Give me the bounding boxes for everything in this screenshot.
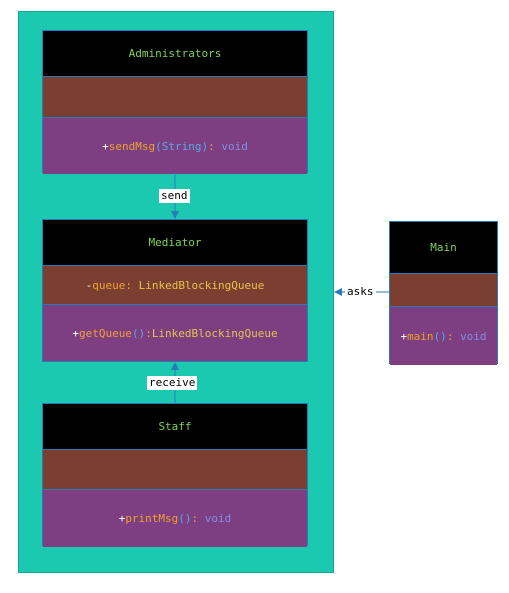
separator: : bbox=[446, 329, 461, 343]
edge-label-receive: receive bbox=[147, 376, 198, 390]
class-attributes bbox=[390, 273, 497, 307]
class-name: Main bbox=[430, 241, 457, 254]
operation-params: () bbox=[131, 326, 146, 340]
operation-name: printMsg bbox=[125, 512, 179, 525]
class-operations: +main(): void bbox=[390, 307, 497, 365]
class-header: Staff bbox=[43, 404, 307, 449]
visibility: + bbox=[72, 326, 79, 340]
edge-label-send: send bbox=[159, 189, 190, 203]
visibility: - bbox=[85, 278, 93, 292]
operation-params: () bbox=[433, 329, 447, 343]
class-attributes bbox=[43, 449, 307, 490]
class-attributes bbox=[43, 76, 307, 118]
return-type: void bbox=[460, 329, 487, 343]
return-type: LinkedBlockingQueue bbox=[151, 326, 278, 340]
class-attributes: -queue: LinkedBlockingQueue bbox=[43, 265, 307, 305]
separator: : bbox=[125, 278, 139, 292]
operation-name: getQueue bbox=[78, 326, 132, 340]
class-name: Administrators bbox=[128, 47, 222, 60]
separator: : bbox=[191, 512, 205, 525]
edge-label-asks: asks bbox=[345, 285, 376, 299]
attribute-name: queue bbox=[92, 278, 126, 292]
return-type: void bbox=[221, 139, 248, 153]
class-header: Mediator bbox=[43, 220, 307, 265]
class-name: Mediator bbox=[148, 236, 202, 249]
class-header: Administrators bbox=[43, 31, 307, 76]
separator: : bbox=[208, 139, 222, 153]
operation-name: main bbox=[407, 329, 434, 343]
operation-sendmsg: +sendMsg(String): void bbox=[102, 140, 248, 153]
class-mediator[interactable]: Mediator -queue: LinkedBlockingQueue +ge… bbox=[42, 219, 308, 362]
return-type: void bbox=[204, 512, 232, 525]
operation-getqueue: +getQueue():LinkedBlockingQueue bbox=[72, 327, 277, 340]
class-staff[interactable]: Staff +printMsg(): void bbox=[42, 403, 308, 547]
operation-main: +main(): void bbox=[400, 330, 486, 343]
visibility: + bbox=[118, 512, 126, 525]
class-administrators[interactable]: Administrators +sendMsg(String): void bbox=[42, 30, 308, 174]
visibility: + bbox=[400, 329, 408, 343]
class-operations: +getQueue():LinkedBlockingQueue bbox=[43, 305, 307, 361]
separator: : bbox=[145, 326, 152, 340]
class-main[interactable]: Main +main(): void bbox=[389, 221, 498, 365]
operation-name: sendMsg bbox=[108, 139, 156, 153]
operation-params: (String) bbox=[155, 139, 209, 153]
attribute-type: LinkedBlockingQueue bbox=[138, 278, 265, 292]
operation-params: () bbox=[178, 512, 192, 525]
attribute-queue: -queue: LinkedBlockingQueue bbox=[86, 279, 265, 292]
class-name: Staff bbox=[158, 420, 192, 433]
visibility: + bbox=[102, 139, 109, 153]
class-operations: +sendMsg(String): void bbox=[43, 118, 307, 174]
class-header: Main bbox=[390, 222, 497, 273]
operation-printmsg: +printMsg(): void bbox=[119, 512, 232, 525]
class-operations: +printMsg(): void bbox=[43, 490, 307, 547]
